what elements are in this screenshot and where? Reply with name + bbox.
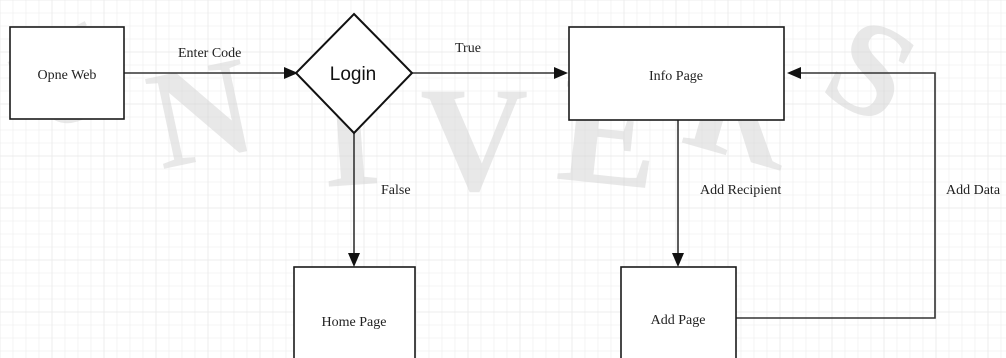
arrowhead-enter-code xyxy=(284,67,298,79)
edge-label-false: False xyxy=(381,183,411,198)
edge-label-add-recipient: Add Recipient xyxy=(700,183,781,198)
node-info-page-label: Info Page xyxy=(649,69,703,84)
node-add-page: Add Page xyxy=(620,266,737,358)
watermark: U N I V E R S xyxy=(0,0,939,223)
nodes: Opne Web Login Info Page Home Page Add P… xyxy=(9,12,785,358)
arrowhead-add-data xyxy=(787,67,801,79)
node-login-label: Login xyxy=(330,64,377,85)
node-login: Login xyxy=(294,12,414,135)
edge-label-true: True xyxy=(455,41,481,56)
watermark-letter-s: S xyxy=(803,0,939,154)
edge-add-data xyxy=(736,72,936,319)
edge-label-add-data: Add Data xyxy=(946,183,1001,198)
node-home-page: Home Page xyxy=(293,266,416,358)
node-info-page: Info Page xyxy=(568,26,785,121)
node-info-page-box xyxy=(568,26,785,121)
node-home-page-box xyxy=(293,266,416,358)
arrowhead-false xyxy=(348,253,360,267)
arrowhead-add-recipient xyxy=(672,253,684,267)
node-open-web: Opne Web xyxy=(9,26,125,120)
node-home-page-label: Home Page xyxy=(322,315,387,330)
arrowhead-true xyxy=(554,67,568,79)
node-open-web-label: Opne Web xyxy=(38,68,97,83)
node-add-page-box xyxy=(620,266,737,358)
node-open-web-box xyxy=(9,26,125,120)
edges: Enter Code True False Add Recipient Add … xyxy=(124,41,1001,319)
node-add-page-label: Add Page xyxy=(651,313,706,328)
node-login-diamond xyxy=(294,12,414,135)
edge-label-enter-code: Enter Code xyxy=(178,46,241,61)
watermark-letter-v: V xyxy=(420,57,528,223)
